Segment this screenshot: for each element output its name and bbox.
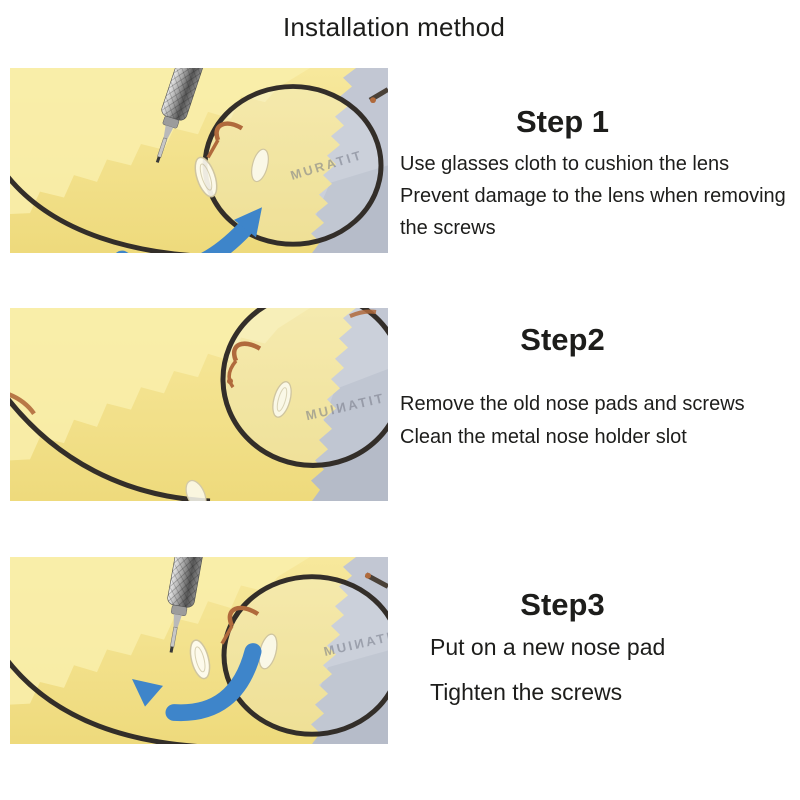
pad-arm: [220, 625, 234, 645]
page-title: Installation method: [282, 12, 506, 42]
nose-pad: [194, 156, 218, 198]
lens-rim: [220, 308, 388, 468]
glasses-frame: [10, 572, 388, 744]
hinge-screw: [365, 572, 371, 579]
step-line: Tighten the screws: [430, 679, 623, 705]
empty-pad-slot: [227, 359, 238, 389]
step3-lines: Put on a new nose pad Tighten the screws: [430, 625, 790, 715]
gray-cloth-shade: [300, 165, 388, 253]
step1-content: Step 1 Use glasses cloth to cushion the …: [390, 102, 790, 244]
step2-photo: TITANIUM: [10, 308, 388, 501]
nose-bridge: [232, 341, 262, 362]
temple-wire: [10, 659, 198, 744]
nose-pad-right: [251, 148, 269, 183]
loose-nose-pad: [185, 479, 207, 501]
step-line: Put on a new nose pad: [430, 634, 666, 660]
nose-bridge: [227, 605, 260, 627]
temple-wire: [10, 175, 192, 253]
step2-heading: Step2: [520, 322, 605, 357]
nose-bridge: [214, 121, 244, 141]
arrow-icon: [115, 207, 262, 253]
arrow-icon: [132, 643, 262, 722]
step2-lines: Remove the old nose pads and screws Clea…: [400, 388, 790, 454]
photo-illustration: TITANIUM: [10, 308, 388, 501]
step1-heading: Step 1: [515, 104, 610, 139]
lens-rim: [221, 574, 388, 737]
nose-pad-on-tool: [189, 639, 211, 680]
temple-wire: [10, 397, 211, 501]
nose-pad-right: [272, 381, 292, 418]
step3-content: Step3 Put on a new nose pad Tighten the …: [390, 585, 790, 715]
step2-content: Step2 Remove the old nose pads and screw…: [390, 320, 790, 454]
hinge-copper: [349, 309, 377, 319]
step-line: the screws: [400, 217, 496, 239]
step1-photo: MURATIT: [10, 68, 388, 253]
step3-heading: Step3: [520, 587, 605, 622]
photo-illustration: MURATIT: [10, 68, 388, 253]
step-line: Use glasses cloth to cushion the lens: [400, 153, 730, 175]
glasses-frame: [10, 84, 388, 253]
pad-arm: [206, 139, 220, 159]
step-line: Remove the old nose pads and screws: [400, 393, 745, 415]
screwdriver-icon: [167, 557, 211, 653]
glasses-frame: [10, 308, 388, 501]
slot-screw: [227, 378, 233, 385]
photo-illustration: TITANIUM: [10, 557, 388, 744]
step-line: Prevent damage to the lens when removing: [400, 185, 786, 207]
step-line: Clean the metal nose holder slot: [400, 426, 687, 448]
step3-photo: TITANIUM: [10, 557, 388, 744]
yellow-cloth-fold: [10, 557, 310, 705]
temple-tip-copper: [10, 392, 36, 416]
screwdriver-icon: [155, 68, 215, 163]
hinge-screw: [370, 97, 376, 104]
lens-rim: [202, 84, 384, 247]
step1-lines: Use glasses cloth to cushion the lens Pr…: [400, 148, 790, 244]
